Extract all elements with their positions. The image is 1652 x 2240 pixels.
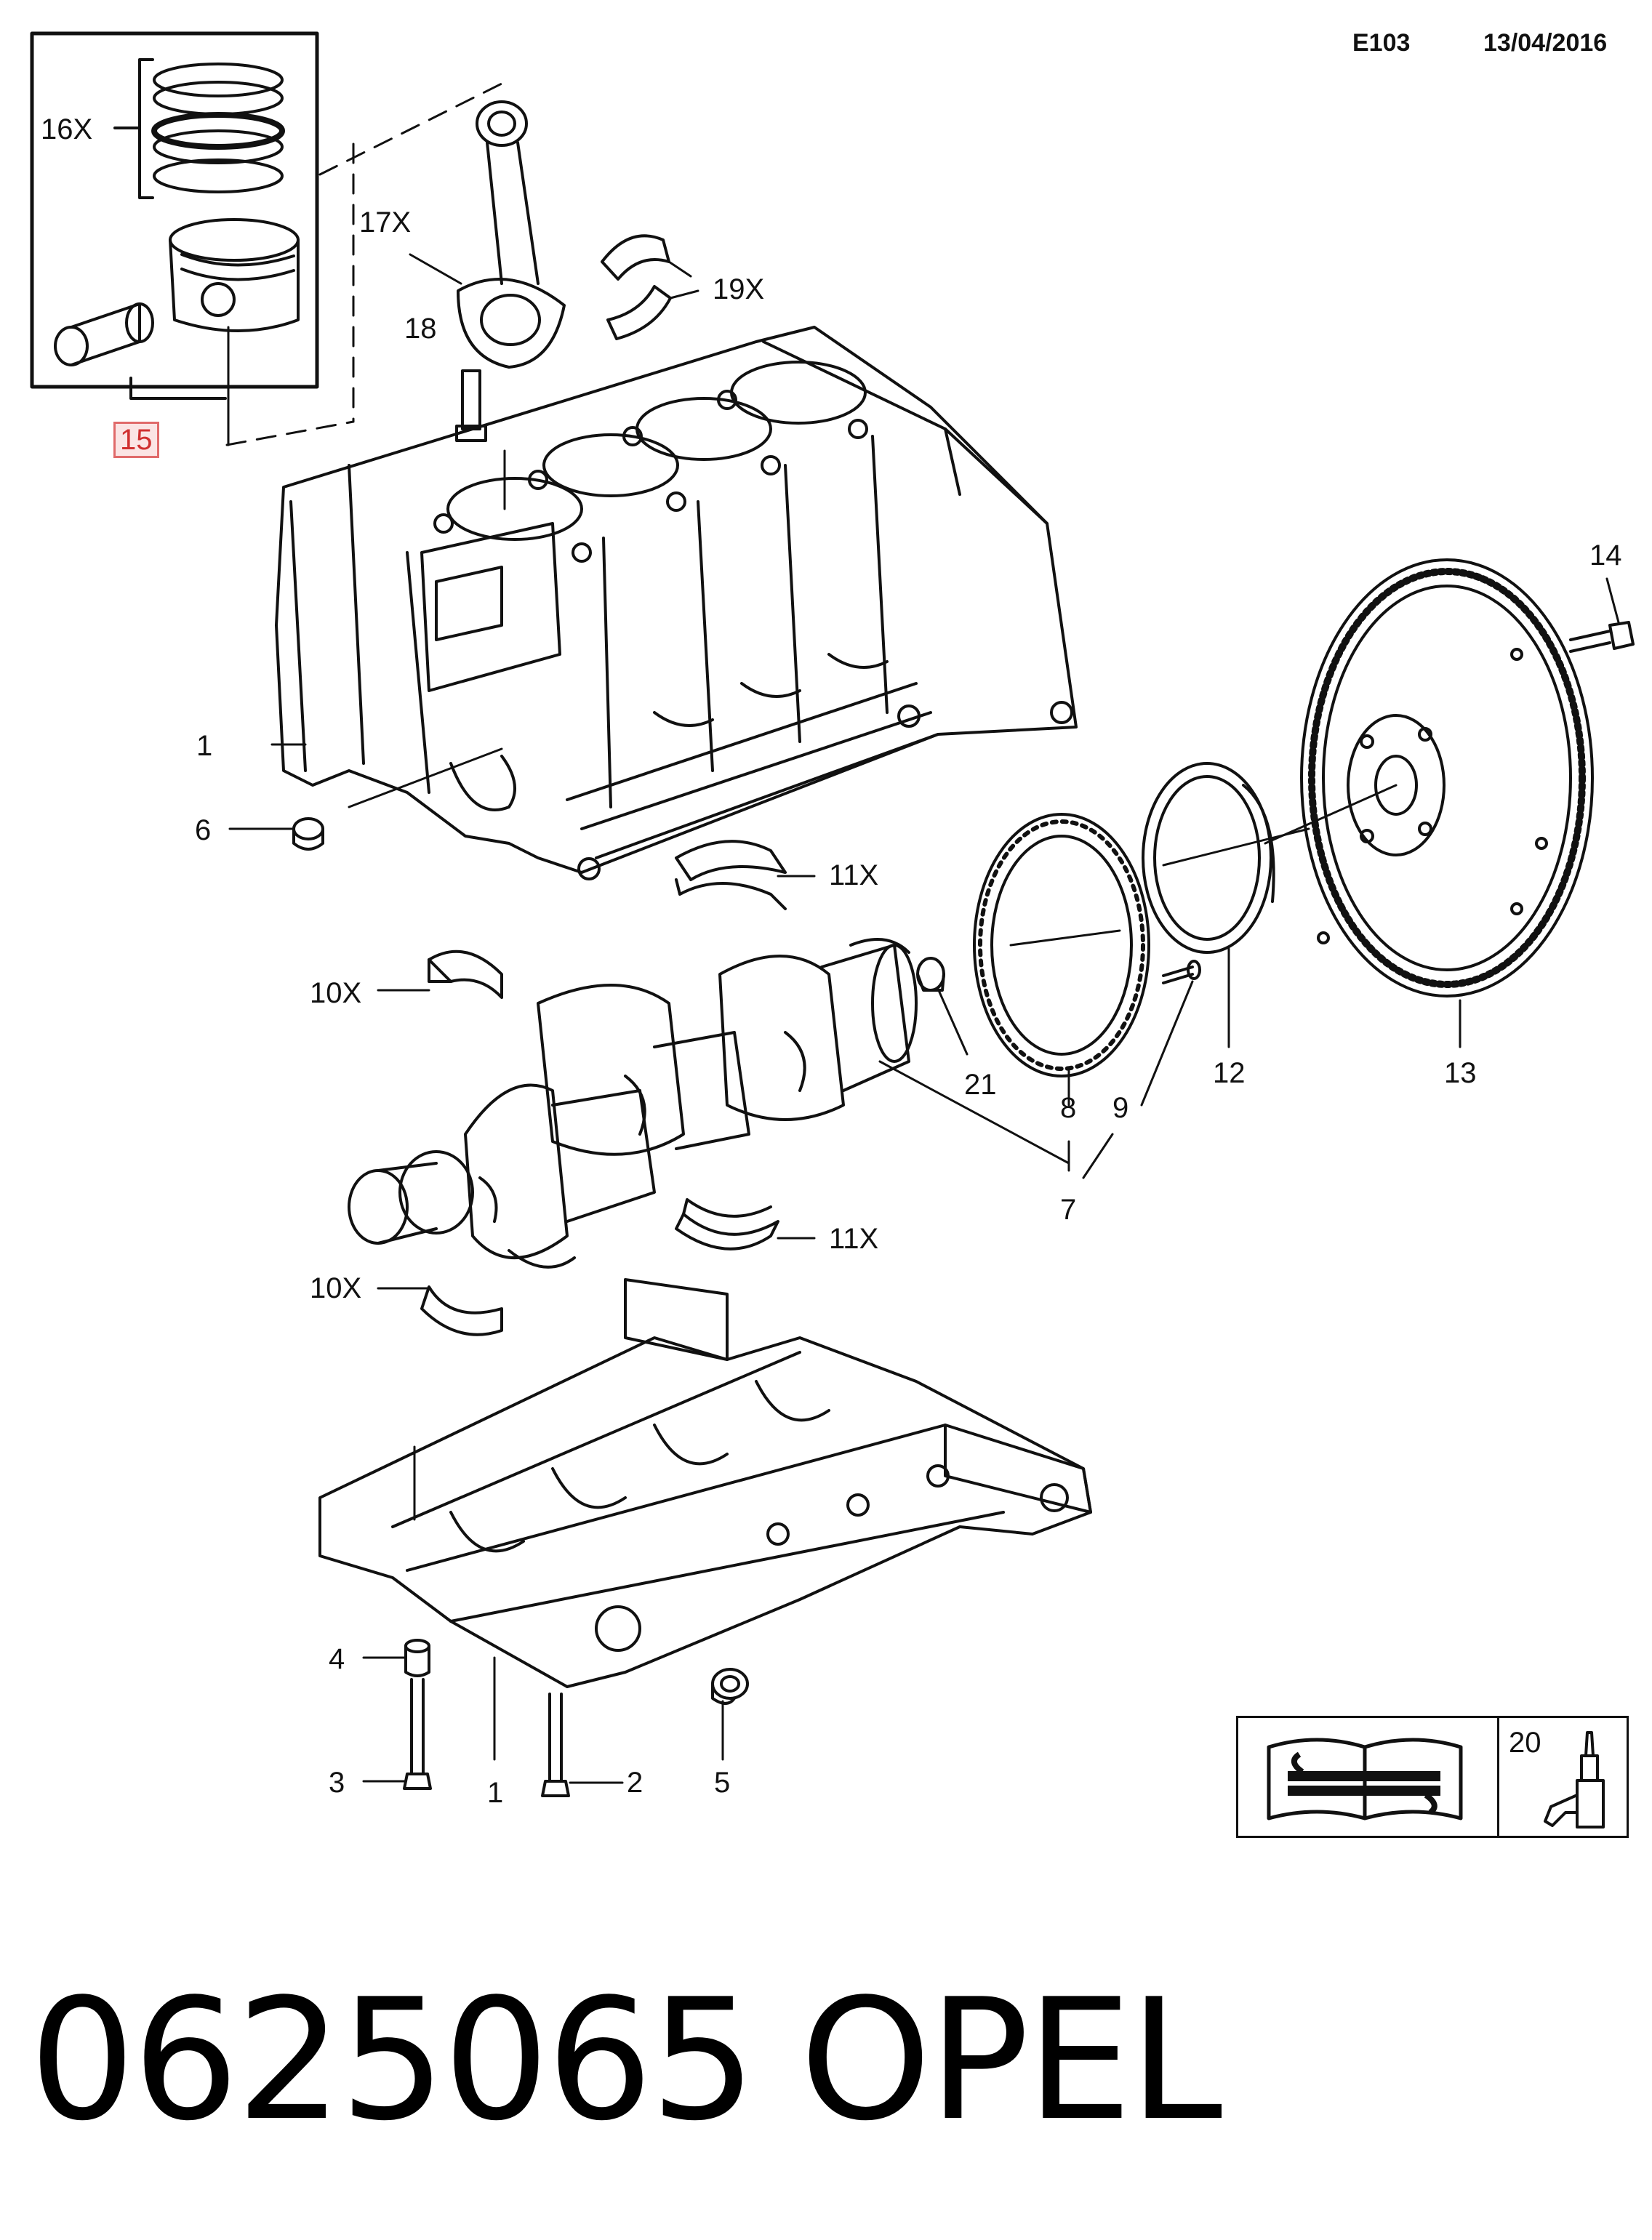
- thrust-washer-icon: [428, 950, 503, 999]
- thrust-washer-lower-icon: [420, 1285, 503, 1336]
- rod-bearing-shell-icon: [601, 234, 672, 340]
- main-bearing-shell-lower-icon: [675, 1198, 779, 1251]
- reluctor-screw-icon: [1162, 960, 1201, 984]
- callout-18[interactable]: 18: [404, 313, 437, 345]
- sealant-tube-icon: [1544, 1731, 1605, 1828]
- callout-7[interactable]: 7: [1060, 1194, 1077, 1226]
- callout-16x[interactable]: 16X: [41, 113, 93, 145]
- callout-13[interactable]: 13: [1444, 1057, 1477, 1089]
- drain-plug-icon: [711, 1668, 749, 1705]
- callout-8[interactable]: 8: [1060, 1092, 1077, 1124]
- callout-10x-lower[interactable]: 10X: [310, 1272, 362, 1304]
- cylinder-block-icon: [275, 326, 1078, 880]
- repair-manual-icon: [1267, 1738, 1463, 1820]
- callout-2[interactable]: 2: [627, 1767, 643, 1799]
- callout-17x[interactable]: 17X: [359, 206, 412, 238]
- callout-11x-lower[interactable]: 11X: [829, 1223, 879, 1255]
- callout-3[interactable]: 3: [329, 1767, 345, 1799]
- piston-pin-icon: [54, 302, 154, 366]
- callout-5[interactable]: 5: [714, 1767, 731, 1799]
- callout-9[interactable]: 9: [1112, 1092, 1129, 1124]
- callout-6[interactable]: 6: [195, 814, 212, 846]
- callout-15-selected[interactable]: 15: [113, 422, 159, 458]
- flywheel-icon: [1300, 558, 1594, 997]
- bedplate-icon: [318, 1278, 1092, 1688]
- callout-12[interactable]: 12: [1213, 1057, 1246, 1089]
- legend-box: 20: [1236, 1716, 1629, 1838]
- reluctor-ring-icon: [973, 813, 1150, 1077]
- callout-19x[interactable]: 19X: [713, 273, 765, 305]
- connecting-rod-icon: [457, 100, 566, 369]
- callout-14[interactable]: 14: [1589, 539, 1622, 571]
- dowel-sleeve-icon: [404, 1639, 430, 1677]
- diagram-code: E103: [1352, 29, 1411, 57]
- crankshaft-icon: [348, 938, 918, 1269]
- crank-nut-icon: [916, 957, 945, 992]
- block-plug-icon: [292, 817, 324, 851]
- callout-1-block[interactable]: 1: [196, 730, 213, 762]
- piston-icon: [169, 218, 300, 332]
- main-bearing-shell-upper-icon: [675, 840, 787, 910]
- callout-1-lower[interactable]: 1: [487, 1777, 504, 1809]
- flywheel-bolt-icon: [1569, 621, 1635, 653]
- callout-10x-upper[interactable]: 10X: [310, 977, 362, 1009]
- brand-name: OPEL: [800, 1964, 1222, 2158]
- callout-4[interactable]: 4: [329, 1643, 345, 1675]
- callout-20[interactable]: 20: [1509, 1727, 1541, 1759]
- legend-divider: [1497, 1718, 1499, 1836]
- callout-11x-upper[interactable]: 11X: [829, 859, 879, 891]
- part-number: 0625065: [29, 1964, 756, 2158]
- piston-ring-icon: [151, 63, 285, 193]
- rear-main-seal-icon: [1142, 762, 1275, 954]
- piston-kit-group: [30, 31, 319, 400]
- diagram-date: 13/04/2016: [1483, 29, 1608, 57]
- bedplate-bolt-icon: [541, 1693, 570, 1797]
- callout-21[interactable]: 21: [964, 1069, 997, 1101]
- long-bolt-icon: [403, 1678, 432, 1790]
